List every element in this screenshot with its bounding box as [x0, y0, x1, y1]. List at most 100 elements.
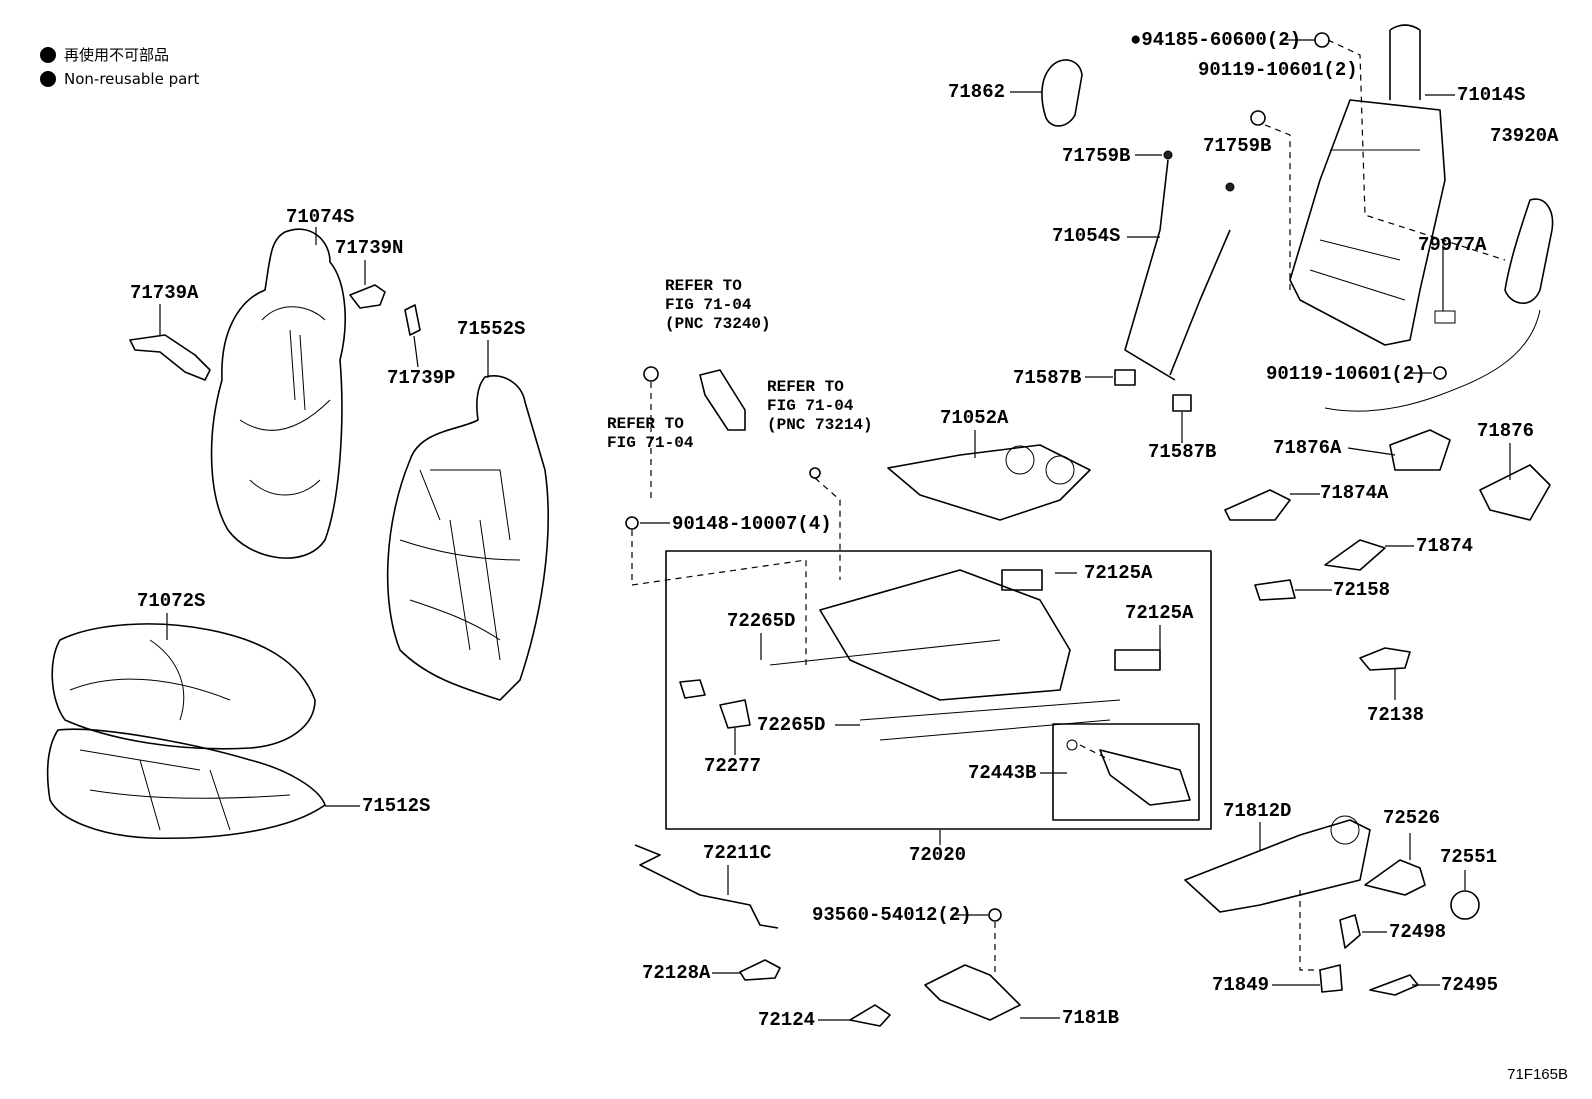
part-label[interactable]: 71587B — [1148, 441, 1217, 463]
bolt-90119-b-icon — [1433, 366, 1447, 380]
bolt-90119-icon — [1250, 110, 1266, 126]
part-label[interactable]: 72211C — [703, 842, 772, 864]
part-label[interactable]: 72526 — [1383, 807, 1441, 829]
sub-assembly-box-72443b — [1052, 723, 1200, 821]
part-label[interactable]: 72020 — [909, 844, 967, 866]
part-label[interactable]: 90148-10007(4) — [672, 513, 832, 535]
part-71849-drawing — [1319, 964, 1343, 993]
knob-72526-drawing — [1364, 859, 1426, 896]
cover-72138-drawing — [1359, 647, 1411, 671]
diagram-code: 71F165B — [1507, 1066, 1568, 1083]
cover-72158-drawing — [1254, 579, 1296, 601]
part-label[interactable]: 79977A — [1418, 234, 1487, 256]
clip-71587b-left-drawing — [1114, 369, 1136, 386]
part-label[interactable]: 71862 — [948, 81, 1006, 103]
part-label[interactable]: 71054S — [1052, 225, 1121, 247]
part-label[interactable]: 71512S — [362, 795, 431, 817]
part-label[interactable]: 71812D — [1223, 800, 1292, 822]
wire-71054s-drawing — [1124, 159, 1231, 381]
clip-71587b-right-drawing — [1172, 394, 1192, 412]
part-label[interactable]: 71759B — [1203, 135, 1272, 157]
ref-note-73240: REFER TO FIG 71-04 (PNC 73240) — [665, 277, 771, 334]
bracket-71876a-drawing — [1389, 429, 1451, 471]
part-label[interactable]: 71552S — [457, 318, 526, 340]
wire-72211c-drawing — [634, 844, 779, 929]
part-label[interactable]: 71849 — [1212, 974, 1270, 996]
part-label[interactable]: 71739P — [387, 367, 456, 389]
part-label[interactable]: 72495 — [1441, 974, 1499, 996]
nut-94185-icon — [1314, 32, 1330, 48]
part-label[interactable]: 71739A — [130, 282, 199, 304]
part-label[interactable]: 72158 — [1333, 579, 1391, 601]
bracket-71739a-drawing — [129, 334, 211, 381]
seat-cushion-cover-drawing — [51, 623, 316, 750]
part-label[interactable]: 72138 — [1367, 704, 1425, 726]
part-label[interactable]: 93560-54012(2) — [812, 904, 972, 926]
part-label[interactable]: 71876 — [1477, 420, 1535, 442]
part-72495-drawing — [1369, 974, 1419, 996]
non-reusable-dot-icon — [40, 71, 56, 87]
part-label[interactable]: 72551 — [1440, 846, 1498, 868]
part-label[interactable]: 71074S — [286, 206, 355, 228]
lumbar-71052a-drawing — [887, 444, 1091, 521]
bracket-7181b-drawing — [924, 964, 1021, 1021]
ref-line: (PNC 73214) — [767, 416, 873, 434]
part-label[interactable]: 90119-10601(2) — [1198, 59, 1358, 81]
shield-71812d-drawing — [1184, 819, 1371, 913]
part-label[interactable]: 72443B — [968, 762, 1037, 784]
ref-line: REFER TO — [767, 378, 844, 396]
leader-lines — [159, 39, 1511, 1021]
part-label[interactable]: 71052A — [940, 407, 1009, 429]
bracket-71874-drawing — [1324, 539, 1386, 571]
part-label[interactable]: ●94185-60600(2) — [1130, 29, 1302, 51]
part-label[interactable]: 71739N — [335, 237, 404, 259]
dashed-connectors — [631, 39, 1506, 975]
seatback-cover-drawing — [210, 228, 346, 559]
part-72128a-drawing — [739, 959, 781, 981]
washer-icon — [809, 467, 821, 479]
switch-73240-drawing — [699, 369, 746, 431]
bolt-93560-icon — [988, 908, 1002, 922]
ref-line: REFER TO — [607, 415, 684, 433]
legend-row-en: Non-reusable part — [40, 70, 199, 88]
bracket-71739p-drawing — [404, 304, 421, 336]
part-label[interactable]: 72125A — [1125, 602, 1194, 624]
bracket-71739n-drawing — [349, 284, 386, 309]
part-label[interactable]: 71587B — [1013, 367, 1082, 389]
part-label[interactable]: 72498 — [1389, 921, 1447, 943]
legend-row-jp: 再使用不可部品 — [40, 44, 169, 65]
part-label[interactable]: 71874 — [1416, 535, 1474, 557]
ref-note-plain: REFER TO FIG 71-04 — [607, 415, 693, 453]
part-label[interactable]: 72128A — [642, 962, 711, 984]
ref-note-73214: REFER TO FIG 71-04 (PNC 73214) — [767, 378, 873, 435]
panel-71862-drawing — [1041, 59, 1083, 127]
ref-line: FIG 71-04 — [767, 397, 854, 415]
part-label[interactable]: 72265D — [727, 610, 796, 632]
part-label[interactable]: 7181B — [1062, 1007, 1120, 1029]
ref-line: FIG 71-04 — [607, 434, 694, 452]
part-label[interactable]: 71014S — [1457, 84, 1526, 106]
part-label[interactable]: 72125A — [1084, 562, 1153, 584]
adjuster-assembly-box — [665, 550, 1212, 830]
part-label[interactable]: 73920A — [1490, 125, 1559, 147]
harness-73920a-drawing — [1504, 198, 1554, 304]
part-label[interactable]: 71876A — [1273, 437, 1342, 459]
part-label[interactable]: 71874A — [1320, 482, 1389, 504]
part-label[interactable]: 72124 — [758, 1009, 816, 1031]
part-72124-drawing — [849, 1004, 891, 1027]
part-label[interactable]: 71072S — [137, 590, 206, 612]
bracket-71874a-drawing — [1224, 489, 1291, 521]
bolt-90148-icon — [625, 516, 639, 530]
part-label[interactable]: 72277 — [704, 755, 762, 777]
ref-line: REFER TO — [665, 277, 742, 295]
seatback-frame-drawing — [1289, 24, 1446, 346]
ref-line: FIG 71-04 — [665, 296, 752, 314]
seat-cushion-pad-drawing — [46, 728, 326, 840]
part-label[interactable]: 71759B — [1062, 145, 1131, 167]
part-label[interactable]: 90119-10601(2) — [1266, 363, 1426, 385]
ref-line: (PNC 73240) — [665, 315, 771, 333]
seatback-pad-drawing — [386, 375, 549, 701]
part-label[interactable]: 72265D — [757, 714, 826, 736]
